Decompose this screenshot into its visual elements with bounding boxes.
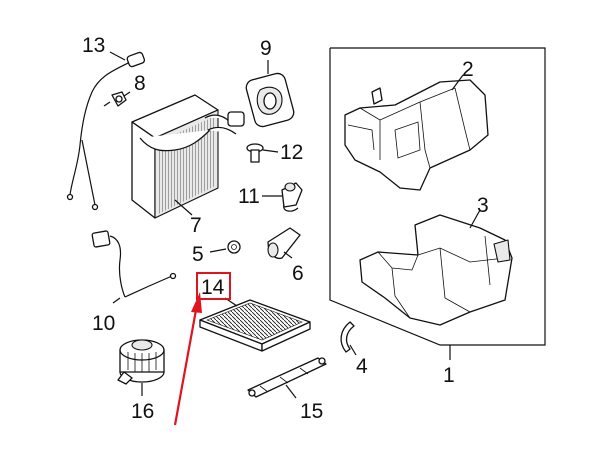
leader-8 xyxy=(123,91,131,97)
leader-2 xyxy=(451,74,464,91)
leader-7 xyxy=(174,199,193,216)
part-3-lower-case[interactable] xyxy=(359,214,513,326)
callout-14[interactable]: 14 xyxy=(201,276,225,299)
part-11-sensor[interactable] xyxy=(281,182,303,212)
part-13-wire-harness[interactable] xyxy=(66,51,146,211)
callout-5[interactable]: 5 xyxy=(192,243,204,266)
leader-13 xyxy=(109,51,126,61)
callout-6[interactable]: 6 xyxy=(292,262,304,285)
part-4-seal-strip[interactable] xyxy=(340,321,355,353)
leader-4 xyxy=(349,344,357,356)
callout-11[interactable]: 11 xyxy=(238,185,260,208)
part-5-screw[interactable] xyxy=(227,240,241,254)
part-14-cabin-air-filter[interactable] xyxy=(199,299,311,352)
callout-8[interactable]: 8 xyxy=(134,72,146,95)
highlight-arrow xyxy=(173,292,202,426)
leader-5 xyxy=(209,248,227,253)
callout-15[interactable]: 15 xyxy=(300,400,323,423)
leader-6 xyxy=(283,251,293,259)
callout-13[interactable]: 13 xyxy=(82,34,105,57)
part-8-clip[interactable] xyxy=(103,91,127,107)
part-2-upper-case[interactable] xyxy=(344,79,489,191)
callout-1[interactable]: 1 xyxy=(443,364,455,387)
part-7-evaporator-core[interactable] xyxy=(131,94,245,219)
callout-16[interactable]: 16 xyxy=(131,400,154,423)
callout-7[interactable]: 7 xyxy=(190,214,202,237)
assembly-frame xyxy=(329,47,546,360)
callout-12[interactable]: 12 xyxy=(280,141,303,164)
leader-3 xyxy=(469,209,481,229)
callout-4[interactable]: 4 xyxy=(356,355,368,378)
part-12-bolt[interactable] xyxy=(246,143,264,163)
part-6-sensor-cap[interactable] xyxy=(267,227,301,260)
part-15-bracket[interactable] xyxy=(247,357,327,398)
highlight-box-14 xyxy=(196,272,231,300)
part-9-grommet[interactable] xyxy=(244,72,295,129)
callout-10[interactable]: 10 xyxy=(92,312,115,335)
part-10-wire-sensor[interactable] xyxy=(91,230,177,298)
part-16-blower-motor[interactable] xyxy=(117,339,165,385)
callout-2[interactable]: 2 xyxy=(462,58,474,81)
leader-10 xyxy=(112,297,121,304)
callout-9[interactable]: 9 xyxy=(260,37,272,60)
callout-3[interactable]: 3 xyxy=(477,194,489,217)
leader-12 xyxy=(262,149,279,153)
leader-15 xyxy=(285,384,297,399)
